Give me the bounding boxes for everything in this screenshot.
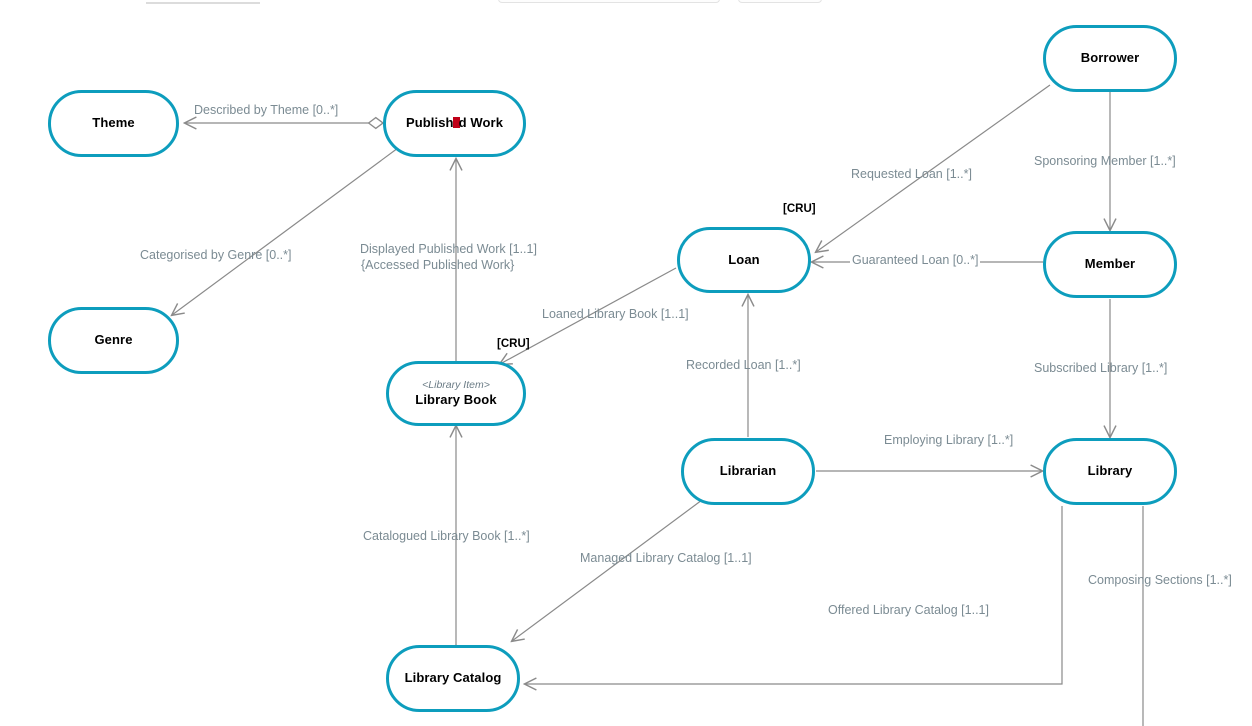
node-library-book-label: Library Book xyxy=(415,391,497,407)
crud-tag-loan: [CRU] xyxy=(783,203,816,215)
node-theme[interactable]: Theme xyxy=(48,90,179,157)
node-member[interactable]: Member xyxy=(1043,231,1177,298)
edge-label-accessed-published-work[interactable]: {Accessed Published Work} xyxy=(361,258,515,272)
node-genre[interactable]: Genre xyxy=(48,307,179,374)
edge-label-recorded-loan[interactable]: Recorded Loan [1..*] xyxy=(686,358,801,372)
node-published-work-text-before: Publish xyxy=(405,115,454,131)
edge-label-sponsoring-member[interactable]: Sponsoring Member [1..*] xyxy=(1034,154,1176,168)
edge-label-employing-library[interactable]: Employing Library [1..*] xyxy=(884,433,1014,447)
edge-label-requested-loan[interactable]: Requested Loan [1..*] xyxy=(851,167,972,181)
node-borrower-label: Borrower xyxy=(1080,50,1140,66)
edge-categorised-by-genre xyxy=(172,147,399,315)
crud-tag-library-book: [CRU] xyxy=(497,338,530,350)
node-genre-label: Genre xyxy=(94,332,133,348)
node-library-book-stereotype: <Library Item> xyxy=(422,378,490,391)
edge-label-composing-sections[interactable]: Composing Sections [1..*] xyxy=(1088,573,1232,587)
edge-label-subscribed-library[interactable]: Subscribed Library [1..*] xyxy=(1034,361,1168,375)
node-librarian[interactable]: Librarian xyxy=(681,438,815,505)
node-library-book[interactable]: <Library Item> Library Book xyxy=(386,361,526,426)
edge-label-guaranteed-loan[interactable]: Guaranteed Loan [0..*] xyxy=(850,252,981,269)
edge-offered-library-catalog xyxy=(525,506,1063,684)
edge-label-catalogued-library-book[interactable]: Catalogued Library Book [1..*] xyxy=(363,529,530,543)
node-published-work-text-after: d Work xyxy=(458,115,504,131)
node-borrower[interactable]: Borrower xyxy=(1043,25,1177,92)
edge-label-described-by-theme[interactable]: Described by Theme [0..*] xyxy=(194,103,339,117)
node-library[interactable]: Library xyxy=(1043,438,1177,505)
node-librarian-label: Librarian xyxy=(719,463,777,479)
edge-label-offered-library-catalog[interactable]: Offered Library Catalog [1..1] xyxy=(828,603,989,617)
node-library-label: Library xyxy=(1087,463,1133,479)
node-library-catalog-label: Library Catalog xyxy=(404,670,502,686)
node-loan[interactable]: Loan xyxy=(677,227,811,293)
toolbar-ghost-bar xyxy=(146,2,260,4)
edge-requested-loan xyxy=(816,84,1051,252)
node-library-catalog[interactable]: Library Catalog xyxy=(386,645,520,712)
edge-loaned-library-book xyxy=(500,267,677,364)
node-theme-label: Theme xyxy=(92,115,135,131)
text-edit-caret xyxy=(452,117,460,129)
edge-label-loaned-library-book[interactable]: Loaned Library Book [1..1] xyxy=(542,307,689,321)
edge-label-displayed-published-work[interactable]: Displayed Published Work [1..1] xyxy=(360,242,537,256)
edge-label-categorised-by-genre[interactable]: Categorised by Genre [0..*] xyxy=(140,248,292,262)
edge-label-managed-library-catalog[interactable]: Managed Library Catalog [1..1] xyxy=(580,551,752,565)
edge-managed-library-catalog xyxy=(512,499,703,641)
node-loan-label: Loan xyxy=(728,251,760,267)
node-member-label: Member xyxy=(1084,256,1136,272)
